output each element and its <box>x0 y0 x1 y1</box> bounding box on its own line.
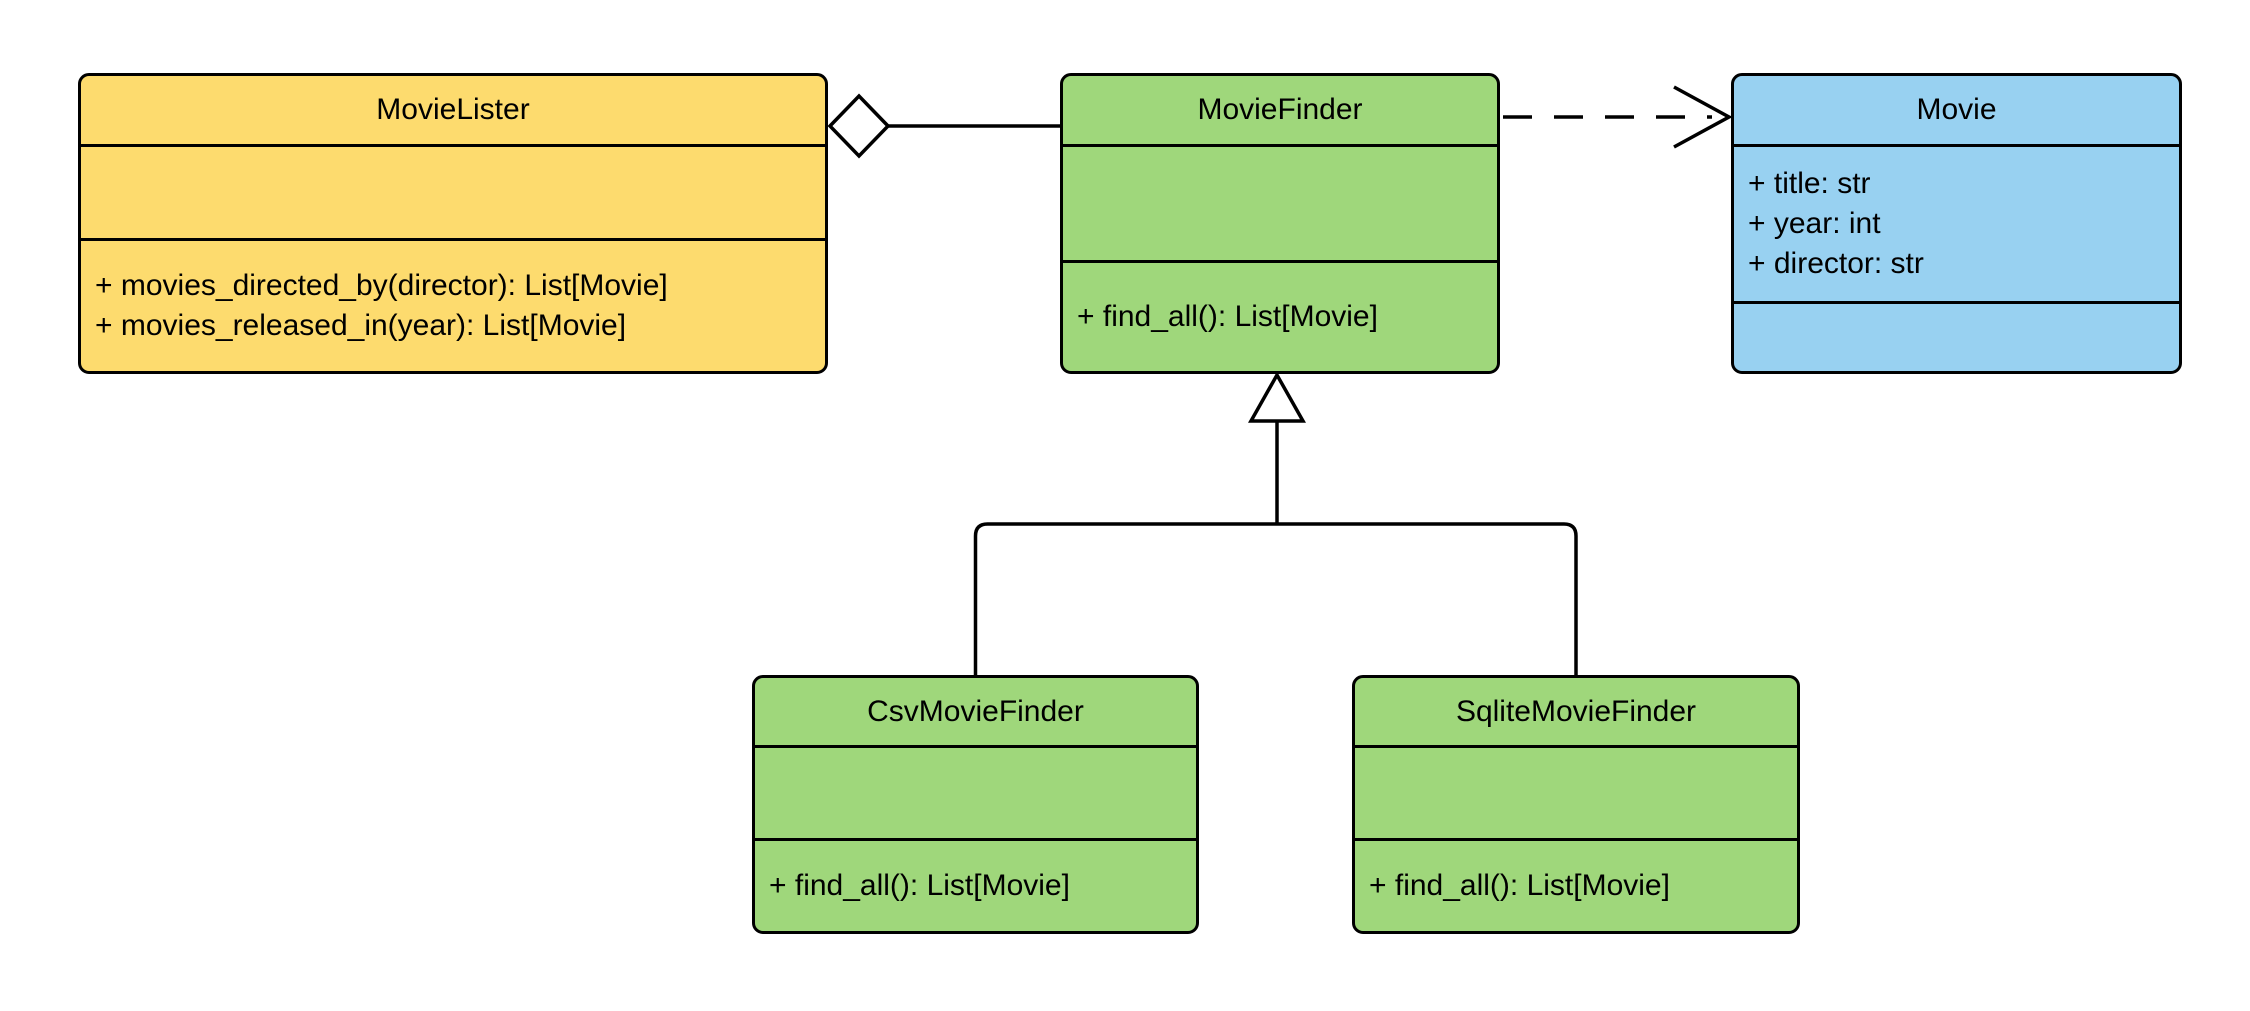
class-title: MovieLister <box>81 76 825 147</box>
class-methods: + find_all(): List[Movie] <box>755 841 1196 931</box>
class-attributes: + title: str + year: int + director: str <box>1734 147 2179 304</box>
class-attributes <box>81 147 825 241</box>
method-entry: + find_all(): List[Movie] <box>769 869 1070 902</box>
class-methods <box>1734 304 2179 371</box>
class-title: SqliteMovieFinder <box>1355 678 1797 748</box>
attribute-entry: + director: str <box>1748 247 1924 280</box>
dependency-arrowhead-icon <box>1673 85 1733 149</box>
aggregation-diamond-icon <box>827 93 891 159</box>
inheritance-triangle-icon <box>1248 371 1306 423</box>
generalization-branch-line <box>973 522 1578 677</box>
class-attributes <box>1355 748 1797 841</box>
class-moviefinder: MovieFinder + find_all(): List[Movie] <box>1060 73 1500 374</box>
dependency-connector <box>1503 85 1733 149</box>
class-methods: + find_all(): List[Movie] <box>1355 841 1797 931</box>
class-movie: Movie + title: str + year: int + directo… <box>1731 73 2182 374</box>
method-entry: + movies_directed_by(director): List[Mov… <box>95 269 668 302</box>
class-methods: + find_all(): List[Movie] <box>1063 263 1497 371</box>
method-entry: + movies_released_in(year): List[Movie] <box>95 309 627 342</box>
class-title: MovieFinder <box>1063 76 1497 147</box>
class-title: CsvMovieFinder <box>755 678 1196 748</box>
class-attributes <box>1063 147 1497 263</box>
method-entry: + find_all(): List[Movie] <box>1077 300 1378 333</box>
aggregation-connector <box>827 93 1062 159</box>
attribute-entry: + year: int <box>1748 207 1881 240</box>
class-title: Movie <box>1734 76 2179 147</box>
class-csvmoviefinder: CsvMovieFinder + find_all(): List[Movie] <box>752 675 1199 934</box>
attribute-entry: + title: str <box>1748 167 1871 200</box>
class-attributes <box>755 748 1196 841</box>
generalization-connector <box>973 371 1578 677</box>
class-movielister: MovieLister + movies_directed_by(directo… <box>78 73 828 374</box>
method-entry: + find_all(): List[Movie] <box>1369 869 1670 902</box>
class-methods: + movies_directed_by(director): List[Mov… <box>81 241 825 371</box>
class-sqlitemoviefinder: SqliteMovieFinder + find_all(): List[Mov… <box>1352 675 1800 934</box>
